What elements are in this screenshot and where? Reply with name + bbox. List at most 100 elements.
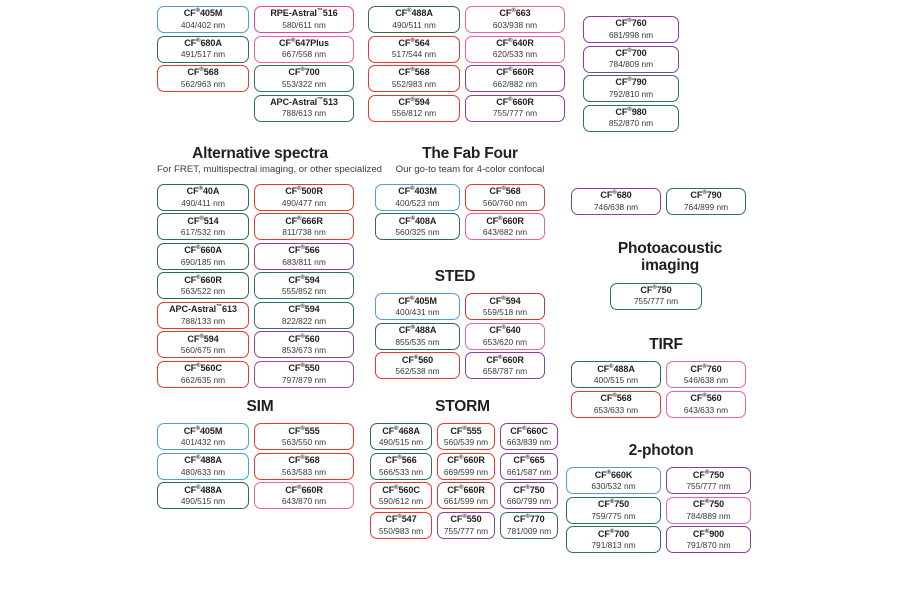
dye-spectra: 556/812 nm (391, 108, 437, 119)
dye-spectra: 490/511 nm (392, 19, 436, 30)
dye-spectra: 755/777 nm (492, 108, 538, 119)
dye-spectra: 797/879 nm (281, 374, 327, 385)
trademark-mark: ® (300, 304, 305, 311)
dye-name: CF®594 (288, 274, 320, 285)
trademark-mark: ® (410, 67, 415, 74)
dye-name: CF®560C (382, 484, 420, 495)
trademark-mark: ® (410, 325, 415, 332)
dye-spectra: 400/431 nm (395, 307, 440, 318)
trademark-mark: ® (300, 425, 305, 432)
trademark-mark: ® (300, 245, 305, 252)
dye-name: CF®660R (486, 215, 524, 226)
trademark-mark: ™ (316, 8, 323, 15)
dye-spectra: 490/515 nm (180, 496, 226, 507)
dye-name: CF®700 (615, 47, 647, 58)
section-title-storm: STORM (435, 398, 490, 415)
trademark-mark: ® (196, 274, 201, 281)
dye-spectra: 788/613 nm (281, 108, 327, 119)
dye-spectra: 755/777 nm (633, 296, 679, 307)
dye-spectra: 784/889 nm (686, 510, 731, 521)
dye-name: CF®560 (288, 333, 320, 344)
